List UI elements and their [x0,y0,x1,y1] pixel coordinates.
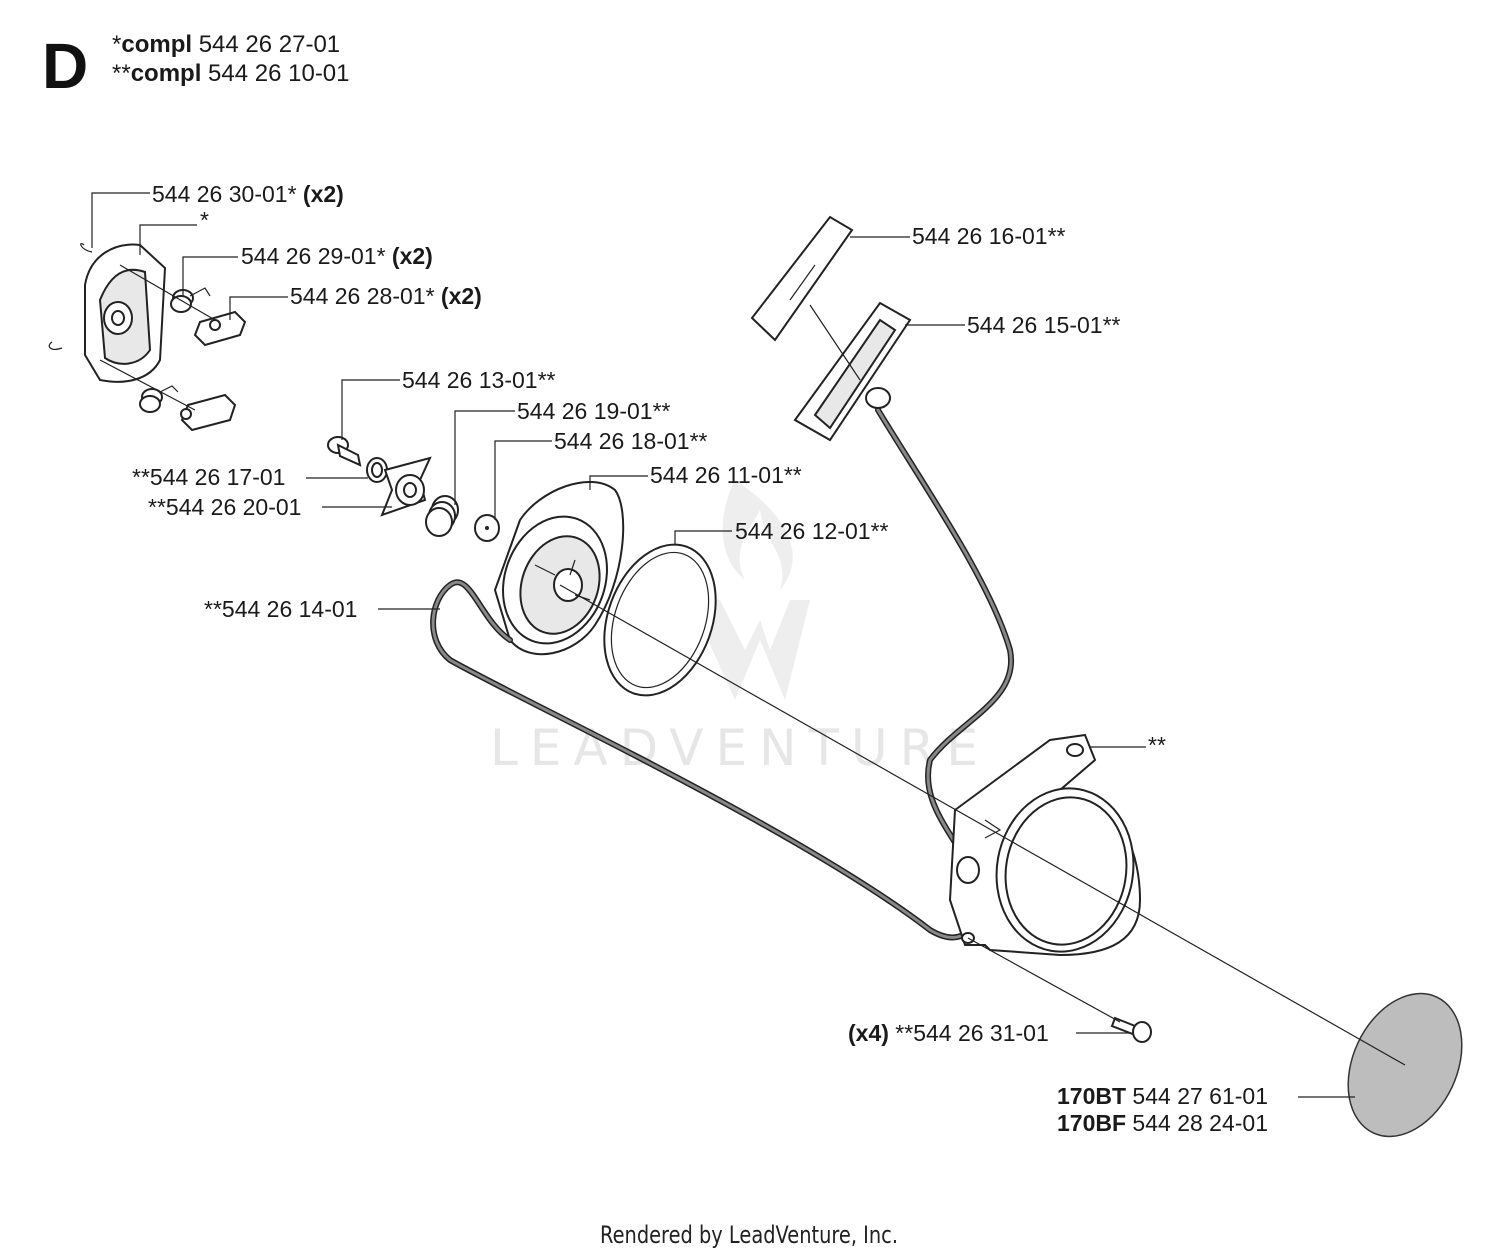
section-letter: D [42,30,88,102]
label-544-27-61-01: 170BT 544 27 61-01 [1057,1083,1268,1109]
circlip-upper [80,243,93,253]
label-544-26-20-01: **544 26 20-01 [148,494,301,520]
starter-housing [948,733,1142,957]
label-544-26-28-01: 544 26 28-01* (x2) [290,283,482,309]
screw-axis-line [967,937,1121,1023]
label-544-26-16-01: 544 26 16-01** [912,223,1066,249]
starter-handle [793,301,912,442]
washer-17 [366,457,388,483]
pawl-guide-20 [380,456,432,517]
handle-grip-insert [750,215,854,342]
pawl-lower [180,393,237,432]
watermark-text: LEADVENTURE [490,719,990,777]
washer-18 [474,514,500,542]
handle-axis-line [809,304,861,381]
housing-screw [1110,1016,1152,1043]
label-544-28-24-01: 170BF 544 28 24-01 [1057,1110,1268,1136]
axis-line-upper [119,264,216,321]
rope-pulley [493,481,625,656]
watermark: LEADVENTURE [490,480,990,777]
label-544-26-13-01: 544 26 13-01** [402,367,556,393]
label-544-26-12-01: 544 26 12-01** [735,518,889,544]
label-544-26-17-01: **544 26 17-01 [132,464,285,490]
header-line-1: *compl 544 26 27-01 [112,31,340,58]
spring-lower [139,385,179,413]
label-544-26-19-01: 544 26 19-01** [517,398,671,424]
center-screw [327,436,362,467]
spring-upper [170,287,211,313]
header-line-2: **compl 544 26 10-01 [112,60,350,87]
leader-lines [91,192,1355,1098]
watermark-flame-icon [722,480,793,590]
circlip-lower [48,341,63,350]
label-544-26-31-01: (x4) **544 26 31-01 [848,1020,1049,1046]
axis-line-lower [99,359,196,411]
label-544-26-18-01: 544 26 18-01** [554,428,708,454]
label-housing: ** [1148,732,1166,758]
label-544-26-15-01: 544 26 15-01** [967,312,1121,338]
spring-19 [425,495,459,537]
label-544-26-14-01: **544 26 14-01 [204,596,357,622]
watermark-logo-icon [690,600,810,700]
pawl-upper [193,310,247,347]
footer-credit: Rendered by LeadVenture, Inc. [600,1221,898,1249]
main-axis-line [559,584,1406,1066]
label-plate-star: * [200,207,209,233]
label-544-26-30-01: 544 26 30-01* (x2) [152,181,344,207]
starter-rope [430,407,1015,941]
label-544-26-11-01: 544 26 11-01** [650,462,802,488]
pawl-carrier-plate [84,243,167,383]
label-544-26-29-01: 544 26 29-01* (x2) [241,243,433,269]
